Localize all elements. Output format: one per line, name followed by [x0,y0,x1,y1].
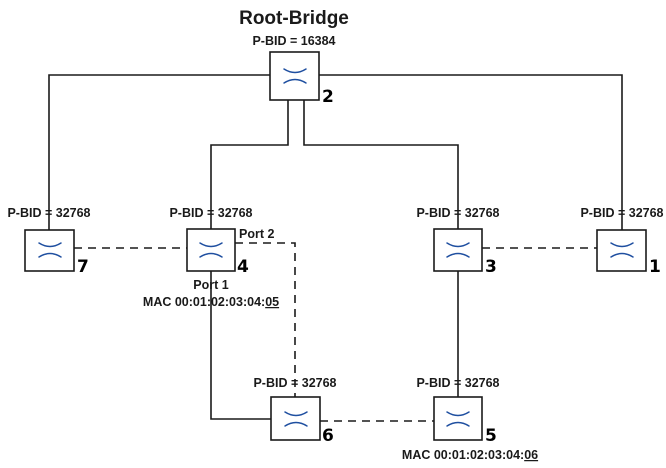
link-2-4 [210,100,289,229]
bridge-7 [24,229,75,272]
link-2-7 [48,74,270,230]
bridge-4-box [186,228,236,272]
pbid-label-2: P-BID = 16384 [252,34,335,48]
bridge-3 [433,228,483,272]
bridge-number-6: 6 [322,426,334,446]
bridge-5-box [433,396,483,441]
link-2-3 [303,100,459,229]
bridge-icon [610,242,634,258]
mac-address-4: MAC 00:01:02:03:04:05 [143,295,279,309]
bridge-1-box [596,229,647,272]
bridge-7-box [24,229,75,272]
bridge-number-2: 2 [322,87,334,107]
mac-prefix-5: MAC 00:01:02:03:04: [402,448,524,462]
mac-suffix-4: 05 [265,295,279,309]
bridge-number-5: 5 [485,426,497,446]
mac-address-5: MAC 00:01:02:03:04:06 [402,448,538,462]
diagram-title: Root-Bridge [239,8,349,29]
link-2-1 [319,74,623,230]
mac-suffix-5: 06 [524,448,538,462]
mac-prefix-4: MAC 00:01:02:03:04: [143,295,265,309]
bridge-icon [446,242,470,258]
port-1-label: Port 1 [193,278,228,292]
bridge-icon [284,411,308,427]
bridge-icon [283,68,307,84]
pbid-label-4: P-BID = 32768 [169,206,252,220]
pbid-label-5: P-BID = 32768 [416,376,499,390]
bridge-3-box [433,228,483,272]
pbid-label-3: P-BID = 32768 [416,206,499,220]
bridge-icon [199,242,223,258]
pbid-label-6: P-BID = 32768 [253,376,336,390]
bridge-icon [38,242,62,258]
blocked-link-4-6-port2 [235,242,296,397]
pbid-label-7: P-BID = 32768 [7,206,90,220]
bridge-1 [596,229,647,272]
bridge-2-box [269,51,320,101]
bridge-5 [433,396,483,441]
bridge-number-3: 3 [485,257,497,277]
bridge-4 [186,228,236,272]
bridge-number-7: 7 [77,257,89,277]
bridge-2 [269,51,320,101]
bridge-number-1: 1 [649,257,661,277]
pbid-label-1: P-BID = 32768 [580,206,663,220]
port-2-label: Port 2 [239,227,274,241]
bridge-icon [446,411,470,427]
bridge-6 [270,396,321,441]
bridge-6-box [270,396,321,441]
link-4-6 [210,271,271,420]
bridge-number-4: 4 [237,257,249,277]
